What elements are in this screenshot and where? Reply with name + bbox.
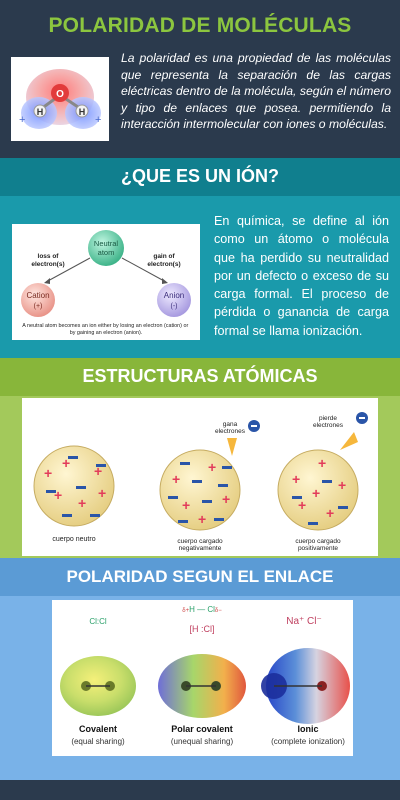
hcl-dots-label: [H :Cl]	[189, 624, 214, 634]
section-polaridad: POLARIDAD DE MOLÉCULAS	[0, 0, 400, 158]
hcl-partial-label: δ+H — Clδ−	[182, 605, 222, 614]
ionic-sub: (complete ionization)	[271, 737, 345, 746]
covalent-label: Covalent	[79, 724, 117, 734]
arrow-out-icon	[340, 432, 358, 450]
ion-title: ¿QUE ES UN IÓN?	[120, 166, 279, 186]
svg-text:+: +	[98, 485, 106, 501]
anion-circle	[157, 283, 191, 317]
svg-text:+: +	[338, 477, 346, 493]
enlace-image: Cl:Cl δ+H — Clδ− [H :Cl] Na⁺ Cl⁻ Covalen…	[52, 600, 353, 756]
covalent-sub: (equal sharing)	[71, 737, 125, 746]
section-enlace: Cl:Cl δ+H — Clδ− [H :Cl] Na⁺ Cl⁻ Covalen…	[0, 596, 400, 780]
svg-text:+: +	[172, 471, 180, 487]
neutro-label: cuerpo neutro	[52, 536, 95, 543]
ion-paragraph: En química, se define al ión como un áto…	[214, 214, 389, 338]
svg-text:+: +	[182, 497, 190, 513]
enlace-title: POLARIDAD SEGUN EL ENLACE	[66, 567, 334, 586]
cation-sign: (+)	[34, 303, 43, 310]
enlace-header: POLARIDAD SEGUN EL ENLACE	[0, 558, 400, 596]
svg-text:+: +	[44, 465, 52, 481]
svg-text:+: +	[318, 455, 326, 471]
estructuras-title: ESTRUCTURAS ATÓMICAS	[82, 366, 318, 386]
negative-sphere	[159, 449, 241, 531]
svg-text:+: +	[208, 459, 216, 475]
arrow-in-icon	[227, 438, 237, 456]
svg-text:+: +	[222, 491, 230, 507]
h-left-label: H	[37, 107, 44, 117]
svg-text:+: +	[54, 487, 62, 503]
polar-sub: (unequal sharing)	[171, 737, 234, 746]
neutral-atom-circle	[88, 230, 124, 266]
svg-text:+: +	[312, 485, 320, 501]
charged-bodies-svg: +++ +++ cuerpo neutro +++ ++	[33, 412, 368, 552]
anion-label: Anion	[164, 291, 184, 300]
svg-text:+: +	[62, 455, 70, 471]
o-label: O	[56, 89, 64, 100]
page-title: POLARIDAD DE MOLÉCULAS	[48, 14, 352, 37]
estructuras-image: +++ +++ cuerpo neutro +++ ++	[22, 398, 378, 556]
polaridad-paragraph: La polaridad es una propiedad de las mol…	[121, 51, 391, 132]
polar-label: Polar covalent	[171, 724, 233, 734]
bond-types-svg: Cl:Cl δ+H — Clδ− [H :Cl] Na⁺ Cl⁻ Covalen…	[60, 605, 350, 746]
plus-left-icon: +	[19, 114, 25, 126]
ion-caption: A neutral atom becomes an ion either by …	[22, 323, 190, 336]
footer-bar	[0, 780, 400, 800]
svg-text:+: +	[298, 497, 306, 513]
water-molecule-svg: O H H + +	[19, 69, 101, 129]
ionic-label: Ionic	[297, 724, 318, 734]
h-right-label: H	[79, 107, 86, 117]
anion-sign: (-)	[171, 303, 178, 310]
cl2-label: Cl:Cl	[89, 617, 107, 626]
ion-header: ¿QUE ES UN IÓN?	[0, 158, 400, 196]
cation-circle	[21, 283, 55, 317]
svg-text:+: +	[292, 471, 300, 487]
estructuras-header: ESTRUCTURAS ATÓMICAS	[0, 358, 400, 396]
nacl-label: Na⁺ Cl⁻	[286, 616, 322, 627]
svg-text:+: +	[94, 463, 102, 479]
svg-text:+: +	[78, 495, 86, 511]
positive-sphere	[277, 449, 359, 531]
plus-right-icon: +	[95, 114, 101, 126]
svg-text:+: +	[326, 505, 334, 521]
cation-label: Cation	[26, 291, 49, 300]
neutral-sphere	[33, 445, 115, 527]
section-estructuras: +++ +++ cuerpo neutro +++ ++	[0, 396, 400, 558]
water-molecule-image: O H H + +	[11, 57, 109, 141]
svg-text:+: +	[198, 511, 206, 527]
